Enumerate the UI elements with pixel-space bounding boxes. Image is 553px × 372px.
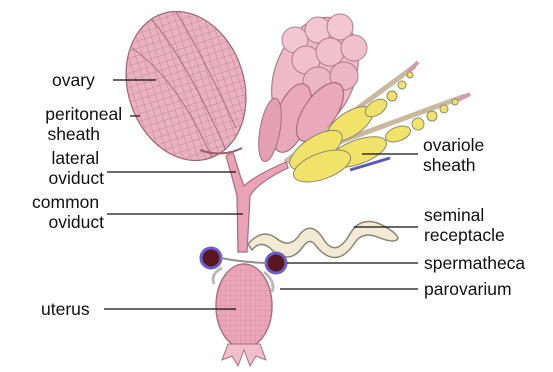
label-peritoneal-sheath: peritoneal sheath: [45, 104, 127, 144]
label-uterus: uterus: [41, 299, 90, 319]
left-ovary: [107, 0, 264, 176]
label-spermatheca: spermatheca: [424, 253, 525, 273]
label-peritoneal-sheath-line2: sheath: [47, 124, 100, 144]
label-seminal-receptacle-line2: receptacle: [424, 225, 505, 245]
label-common-oviduct-line2: oviduct: [49, 212, 105, 232]
label-ovariole-sheath-line2: sheath: [423, 155, 476, 175]
label-lateral-oviduct-line1: lateral: [51, 148, 99, 168]
label-parovarium: parovarium: [424, 279, 512, 299]
label-lateral-oviduct: lateral oviduct: [49, 148, 105, 188]
label-ovariole-sheath: ovariole sheath: [423, 135, 489, 175]
label-common-oviduct-line1: common: [32, 192, 99, 212]
label-ovary: ovary: [52, 70, 95, 90]
label-seminal-receptacle: seminal receptacle: [424, 205, 505, 245]
label-seminal-receptacle-line1: seminal: [424, 205, 484, 225]
label-peritoneal-sheath-line1: peritoneal: [45, 104, 122, 124]
label-lateral-oviduct-line2: oviduct: [49, 168, 105, 188]
label-ovariole-sheath-line1: ovariole: [423, 135, 484, 155]
uterus: [216, 264, 272, 366]
label-common-oviduct: common oviduct: [32, 192, 104, 232]
